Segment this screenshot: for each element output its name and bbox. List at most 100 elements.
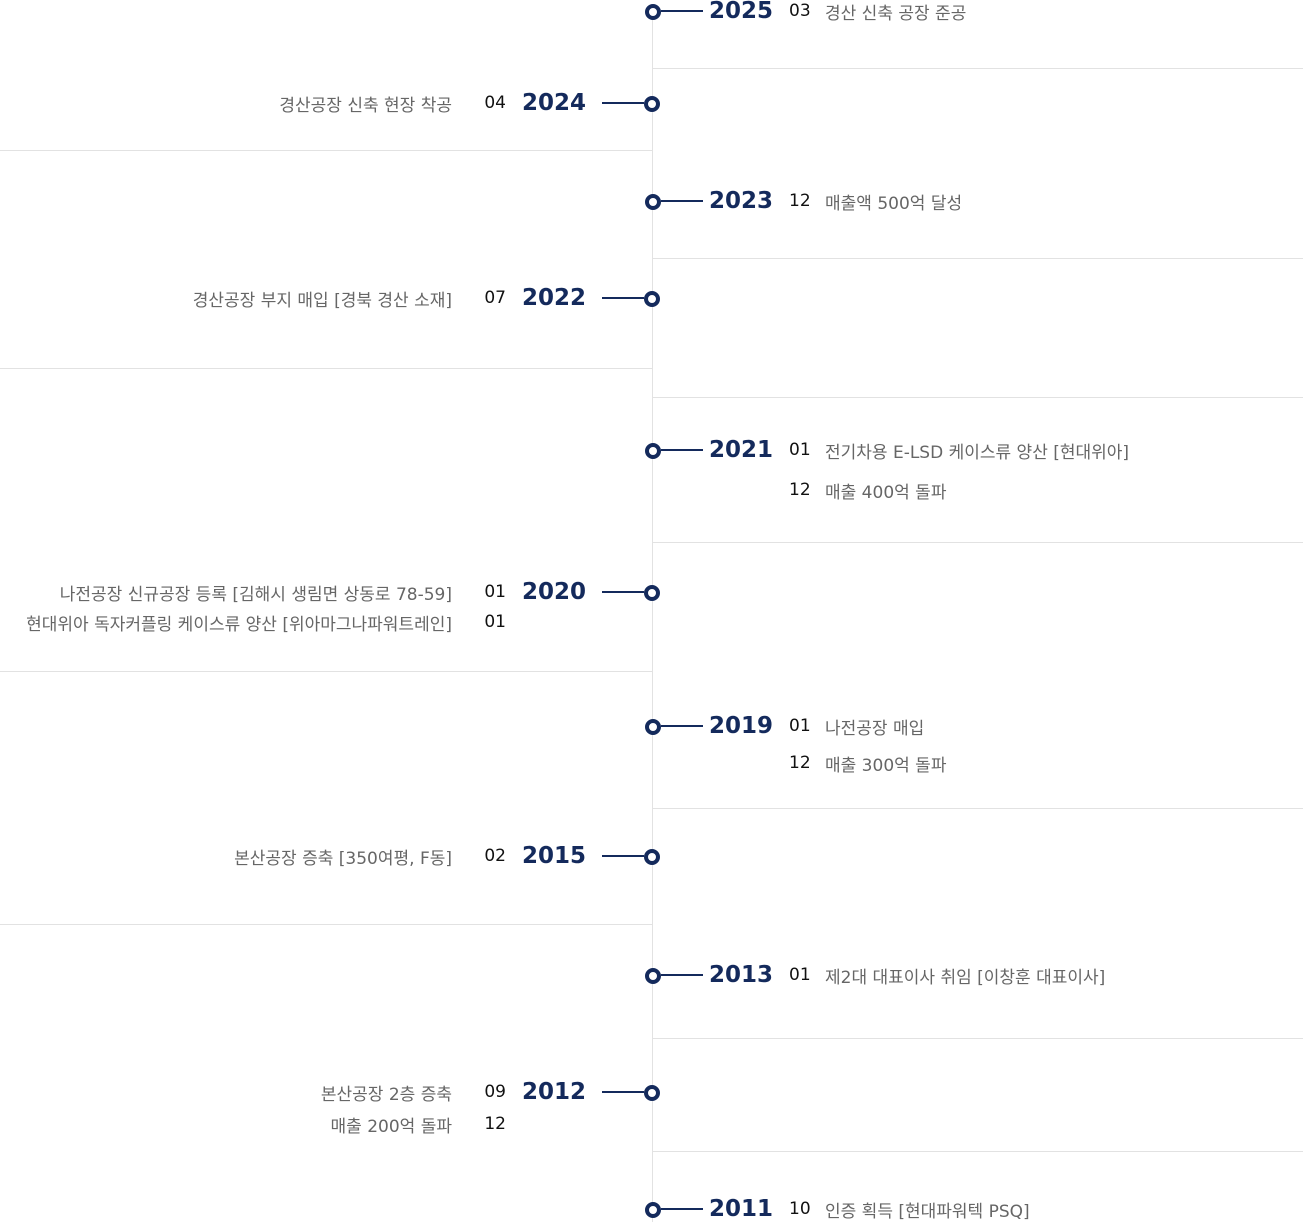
timeline-dot-icon — [645, 443, 661, 459]
item-description: 나전공장 매입 — [825, 718, 925, 739]
timeline-item: 01 나전공장 신규공장 등록 [김해시 생림면 상동로 78-59] — [26, 580, 506, 605]
timeline-entry-2019: 2019 01 나전공장 매입 12 매출 300억 돌파 — [645, 714, 946, 788]
divider — [652, 1038, 1303, 1039]
timeline-year: 2023 — [709, 188, 774, 214]
timeline-entry-2020: 2020 01 나전공장 신규공장 등록 [김해시 생림면 상동로 78-59]… — [26, 580, 660, 640]
timeline-entry-2011: 2011 10 인증 획득 [현대파워텍 PSQ] — [645, 1197, 1030, 1231]
item-month: 12 — [484, 1114, 506, 1134]
timeline-axis — [652, 10, 653, 1222]
timeline-item: 01 나전공장 매입 — [789, 714, 946, 739]
timeline-entry-2015: 2015 02 본산공장 증축 [350여평, F동] — [234, 844, 660, 878]
timeline-dot-icon — [644, 849, 660, 865]
connector-line — [602, 102, 644, 104]
timeline-dot-icon — [645, 194, 661, 210]
item-description: 경산 신축 공장 준공 — [825, 3, 967, 24]
divider — [652, 808, 1303, 809]
divider — [652, 258, 1303, 259]
timeline-items: 09 본산공장 2층 증축 12 매출 200억 돌파 — [321, 1080, 506, 1144]
timeline-item: 01 전기차용 E-LSD 케이스류 양산 [현대위아] — [789, 438, 1130, 463]
timeline-entry-2025: 2025 03 경산 신축 공장 준공 — [645, 0, 966, 33]
divider — [0, 150, 652, 151]
timeline-item: 01 제2대 대표이사 취임 [이창훈 대표이사] — [789, 963, 1106, 988]
timeline-item: 12 매출 200억 돌파 — [321, 1112, 506, 1137]
timeline-entry-2013: 2013 01 제2대 대표이사 취임 [이창훈 대표이사] — [645, 963, 1105, 997]
timeline-year: 2013 — [709, 962, 774, 988]
timeline-item: 01 현대위아 독자커플링 케이스류 양산 [위아마그나파워트레인] — [26, 610, 506, 635]
timeline-year: 2022 — [521, 285, 586, 311]
timeline-dot-icon — [644, 291, 660, 307]
timeline-item: 12 매출액 500억 달성 — [789, 189, 962, 214]
item-month: 01 — [789, 440, 811, 460]
item-month: 04 — [484, 93, 506, 113]
timeline-entry-2024: 2024 04 경산공장 신축 현장 착공 — [279, 91, 660, 125]
item-description: 매출 300억 돌파 — [825, 755, 947, 776]
item-description: 인증 획득 [현대파워텍 PSQ] — [825, 1201, 1030, 1222]
timeline-items: 01 전기차용 E-LSD 케이스류 양산 [현대위아] 12 매출 400억 … — [789, 438, 1129, 518]
timeline-items: 01 나전공장 신규공장 등록 [김해시 생림면 상동로 78-59] 01 현… — [26, 580, 506, 640]
item-month: 12 — [789, 480, 811, 500]
item-description: 현대위아 독자커플링 케이스류 양산 [위아마그나파워트레인] — [26, 614, 452, 635]
timeline-items: 01 제2대 대표이사 취임 [이창훈 대표이사] — [789, 963, 1105, 997]
timeline-entry-2022: 2022 07 경산공장 부지 매입 [경북 경산 소재] — [193, 286, 660, 320]
item-month: 12 — [789, 191, 811, 211]
divider — [0, 924, 652, 925]
timeline-year: 2015 — [521, 843, 586, 869]
timeline-dot-icon — [645, 968, 661, 984]
timeline-year: 2020 — [521, 579, 586, 605]
timeline-item: 02 본산공장 증축 [350여평, F동] — [234, 844, 506, 869]
divider — [652, 68, 1303, 69]
item-month: 02 — [484, 846, 506, 866]
timeline-dot-icon — [644, 96, 660, 112]
timeline-items: 12 매출액 500억 달성 — [789, 189, 962, 223]
timeline-item: 09 본산공장 2층 증축 — [320, 1080, 506, 1105]
timeline-dot-icon — [645, 4, 661, 20]
timeline-dot-icon — [644, 1085, 660, 1101]
item-description: 매출 200억 돌파 — [330, 1116, 452, 1137]
timeline-year: 2025 — [709, 0, 774, 24]
item-description: 경산공장 부지 매입 [경북 경산 소재] — [192, 290, 452, 311]
timeline-dot-icon — [644, 585, 660, 601]
timeline-items: 07 경산공장 부지 매입 [경북 경산 소재] — [193, 286, 506, 320]
item-description: 제2대 대표이사 취임 [이창훈 대표이사] — [825, 967, 1106, 988]
item-month: 03 — [789, 1, 811, 21]
item-month: 01 — [484, 612, 506, 632]
item-month: 01 — [484, 582, 506, 602]
timeline-item: 10 인증 획득 [현대파워텍 PSQ] — [789, 1197, 1030, 1222]
item-month: 07 — [484, 288, 506, 308]
connector-line — [661, 1208, 703, 1210]
timeline-year: 2012 — [521, 1079, 586, 1105]
item-description: 매출 400억 돌파 — [825, 482, 947, 503]
connector-line — [661, 10, 703, 12]
timeline-items: 10 인증 획득 [현대파워텍 PSQ] — [789, 1197, 1030, 1231]
divider — [652, 1151, 1303, 1152]
connector-line — [602, 297, 644, 299]
item-description: 본산공장 2층 증축 — [320, 1084, 452, 1105]
item-month: 01 — [789, 965, 811, 985]
item-month: 10 — [789, 1199, 811, 1219]
connector-line — [661, 200, 703, 202]
connector-line — [661, 449, 703, 451]
timeline-item: 07 경산공장 부지 매입 [경북 경산 소재] — [192, 286, 506, 311]
divider — [652, 397, 1303, 398]
item-month: 09 — [484, 1082, 506, 1102]
timeline-items: 02 본산공장 증축 [350여평, F동] — [234, 844, 506, 878]
timeline-item: 03 경산 신축 공장 준공 — [789, 0, 967, 24]
timeline-items: 04 경산공장 신축 현장 착공 — [279, 91, 506, 125]
divider — [652, 542, 1303, 543]
timeline-entry-2021: 2021 01 전기차용 E-LSD 케이스류 양산 [현대위아] 12 매출 … — [645, 438, 1129, 518]
timeline-item: 12 매출 300억 돌파 — [789, 751, 947, 776]
timeline-year: 2019 — [709, 713, 774, 739]
timeline-items: 01 나전공장 매입 12 매출 300억 돌파 — [789, 714, 946, 788]
item-month: 12 — [789, 753, 811, 773]
item-description: 전기차용 E-LSD 케이스류 양산 [현대위아] — [825, 442, 1130, 463]
timeline-dot-icon — [645, 1202, 661, 1218]
item-description: 나전공장 신규공장 등록 [김해시 생림면 상동로 78-59] — [59, 584, 452, 605]
connector-line — [661, 725, 703, 727]
timeline-item: 12 매출 400억 돌파 — [789, 478, 1129, 503]
item-description: 경산공장 신축 현장 착공 — [279, 95, 452, 116]
timeline-entry-2012: 2012 09 본산공장 2층 증축 12 매출 200억 돌파 — [321, 1080, 660, 1144]
item-month: 01 — [789, 716, 811, 736]
timeline-year: 2024 — [521, 90, 586, 116]
timeline-year: 2011 — [709, 1196, 774, 1222]
divider — [0, 368, 652, 369]
